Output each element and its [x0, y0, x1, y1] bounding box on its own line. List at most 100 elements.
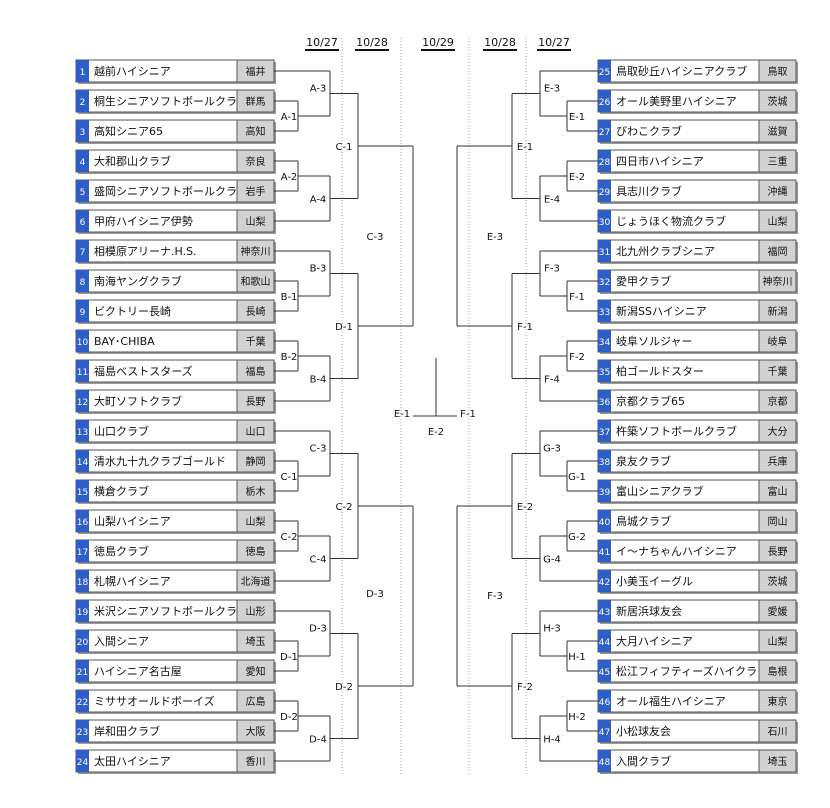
team-prefecture: 福井 — [246, 65, 266, 78]
match-label: E-3 — [544, 84, 560, 95]
team-prefecture: 広島 — [246, 695, 266, 708]
match-label: H-3 — [543, 624, 561, 635]
team-prefecture: 香川 — [246, 756, 266, 768]
match-label: F-3 — [487, 591, 503, 602]
team-seed-badge — [598, 540, 611, 562]
team-prefecture-box — [758, 359, 797, 383]
team-name: 清水九十九クラブゴールド — [94, 454, 226, 468]
team-seed-badge — [76, 750, 89, 772]
team-prefecture-box — [758, 149, 797, 173]
team-name: 泉友クラブ — [616, 454, 671, 468]
team-seed-number: 40 — [599, 518, 611, 528]
team-seed-number: 29 — [599, 188, 611, 198]
team-name: 具志川クラブ — [616, 184, 682, 198]
team-seed-number: 31 — [599, 248, 610, 258]
team-seed-number: 21 — [77, 668, 88, 678]
team-prefecture: 埼玉 — [768, 755, 788, 768]
match-label: E-1 — [394, 409, 410, 420]
team-prefecture: 愛知 — [246, 665, 266, 678]
team-seed-badge — [598, 480, 611, 502]
match-label: G-3 — [543, 444, 561, 455]
date-label: 10/28 — [484, 36, 516, 49]
team-prefecture: 山口 — [246, 426, 266, 438]
team-seed-number: 47 — [599, 728, 610, 738]
team-prefecture: 岡山 — [768, 516, 788, 528]
match-label: A-2 — [281, 172, 298, 183]
team-name: 大和郡山クラブ — [94, 154, 171, 168]
team-seed-number: 5 — [80, 188, 86, 198]
team-name: 京都クラブ65 — [616, 394, 685, 408]
team-prefecture: 山梨 — [246, 215, 266, 228]
team-seed-number: 33 — [599, 308, 610, 318]
team-prefecture: 新潟 — [768, 305, 788, 318]
team-seed-number: 36 — [599, 398, 611, 408]
team-prefecture: 石川 — [768, 727, 788, 738]
match-label: H-1 — [568, 652, 586, 663]
team-seed-badge — [76, 720, 89, 742]
team-name: 岐阜ソルジャー — [616, 335, 692, 348]
team-seed-badge — [76, 660, 89, 682]
team-prefecture: 三重 — [768, 155, 788, 168]
team-name: 桐生シニアソフトボールクラブ — [94, 94, 248, 108]
team-seed-badge — [598, 270, 611, 292]
team-seed-badge — [76, 240, 89, 262]
team-prefecture: 高知 — [246, 125, 266, 138]
team-name: 入間クラブ — [616, 754, 671, 768]
team-prefecture-box — [758, 479, 797, 503]
date-label: 10/27 — [306, 36, 338, 49]
team-prefecture-box — [758, 509, 797, 533]
team-name: 山口クラブ — [94, 424, 149, 438]
team-name: 松江フィフティーズハイクラブ — [616, 664, 768, 678]
team-seed-number: 28 — [599, 158, 611, 168]
team-name: 盛岡シニアソフトボールクラブ — [94, 184, 248, 198]
team-name: 福島ベストスターズ — [94, 364, 193, 378]
team-seed-number: 14 — [77, 458, 89, 468]
team-name: 岸和田クラブ — [94, 724, 160, 738]
team-seed-badge — [76, 150, 89, 172]
match-label: C-3 — [310, 444, 327, 455]
match-label: D-4 — [309, 735, 327, 746]
match-label: C-1 — [281, 472, 298, 483]
match-label: E-2 — [569, 172, 585, 183]
team-name: 札幌ハイシニア — [94, 574, 171, 588]
team-seed-number: 35 — [599, 368, 610, 378]
match-label: D-1 — [280, 652, 298, 663]
team-seed-badge — [76, 570, 89, 592]
team-seed-number: 44 — [599, 638, 611, 648]
team-seed-number: 32 — [599, 278, 610, 288]
team-seed-number: 12 — [77, 398, 88, 408]
team-seed-badge — [76, 330, 89, 352]
team-seed-badge — [598, 240, 611, 262]
match-label: E-4 — [544, 195, 560, 206]
team-prefecture: 岐阜 — [768, 335, 788, 348]
team-seed-number: 13 — [77, 428, 88, 438]
team-prefecture-box — [758, 569, 797, 593]
match-label: E-2 — [428, 427, 444, 438]
team-seed-number: 22 — [77, 698, 88, 708]
team-prefecture: 群馬 — [246, 95, 266, 108]
team-prefecture: 岩手 — [246, 185, 266, 198]
team-prefecture-box — [758, 269, 797, 293]
team-name: びわこクラブ — [616, 124, 682, 138]
team-prefecture: 長野 — [246, 396, 266, 408]
team-seed-badge — [76, 120, 89, 142]
team-seed-badge — [598, 450, 611, 472]
team-name: オール美野里ハイシニア — [616, 95, 737, 108]
team-seed-number: 16 — [77, 518, 89, 528]
match-label: A-3 — [310, 84, 327, 95]
team-seed-badge — [76, 210, 89, 232]
team-seed-badge — [598, 330, 611, 352]
team-name: 大月ハイシニア — [616, 634, 693, 648]
team-name: 徳島クラブ — [94, 544, 149, 558]
team-name: 柏ゴールドスター — [616, 364, 704, 378]
team-name: 入間シニア — [94, 635, 149, 648]
team-name: 鳥城クラブ — [616, 514, 671, 528]
team-seed-badge — [598, 690, 611, 712]
team-seed-number: 45 — [599, 668, 610, 678]
match-label: C-1 — [336, 142, 353, 153]
team-seed-number: 37 — [599, 428, 610, 438]
team-prefecture: 千葉 — [246, 335, 266, 348]
team-prefecture: 山梨 — [246, 515, 266, 528]
team-seed-badge — [76, 510, 89, 532]
match-label: D-3 — [366, 589, 384, 600]
